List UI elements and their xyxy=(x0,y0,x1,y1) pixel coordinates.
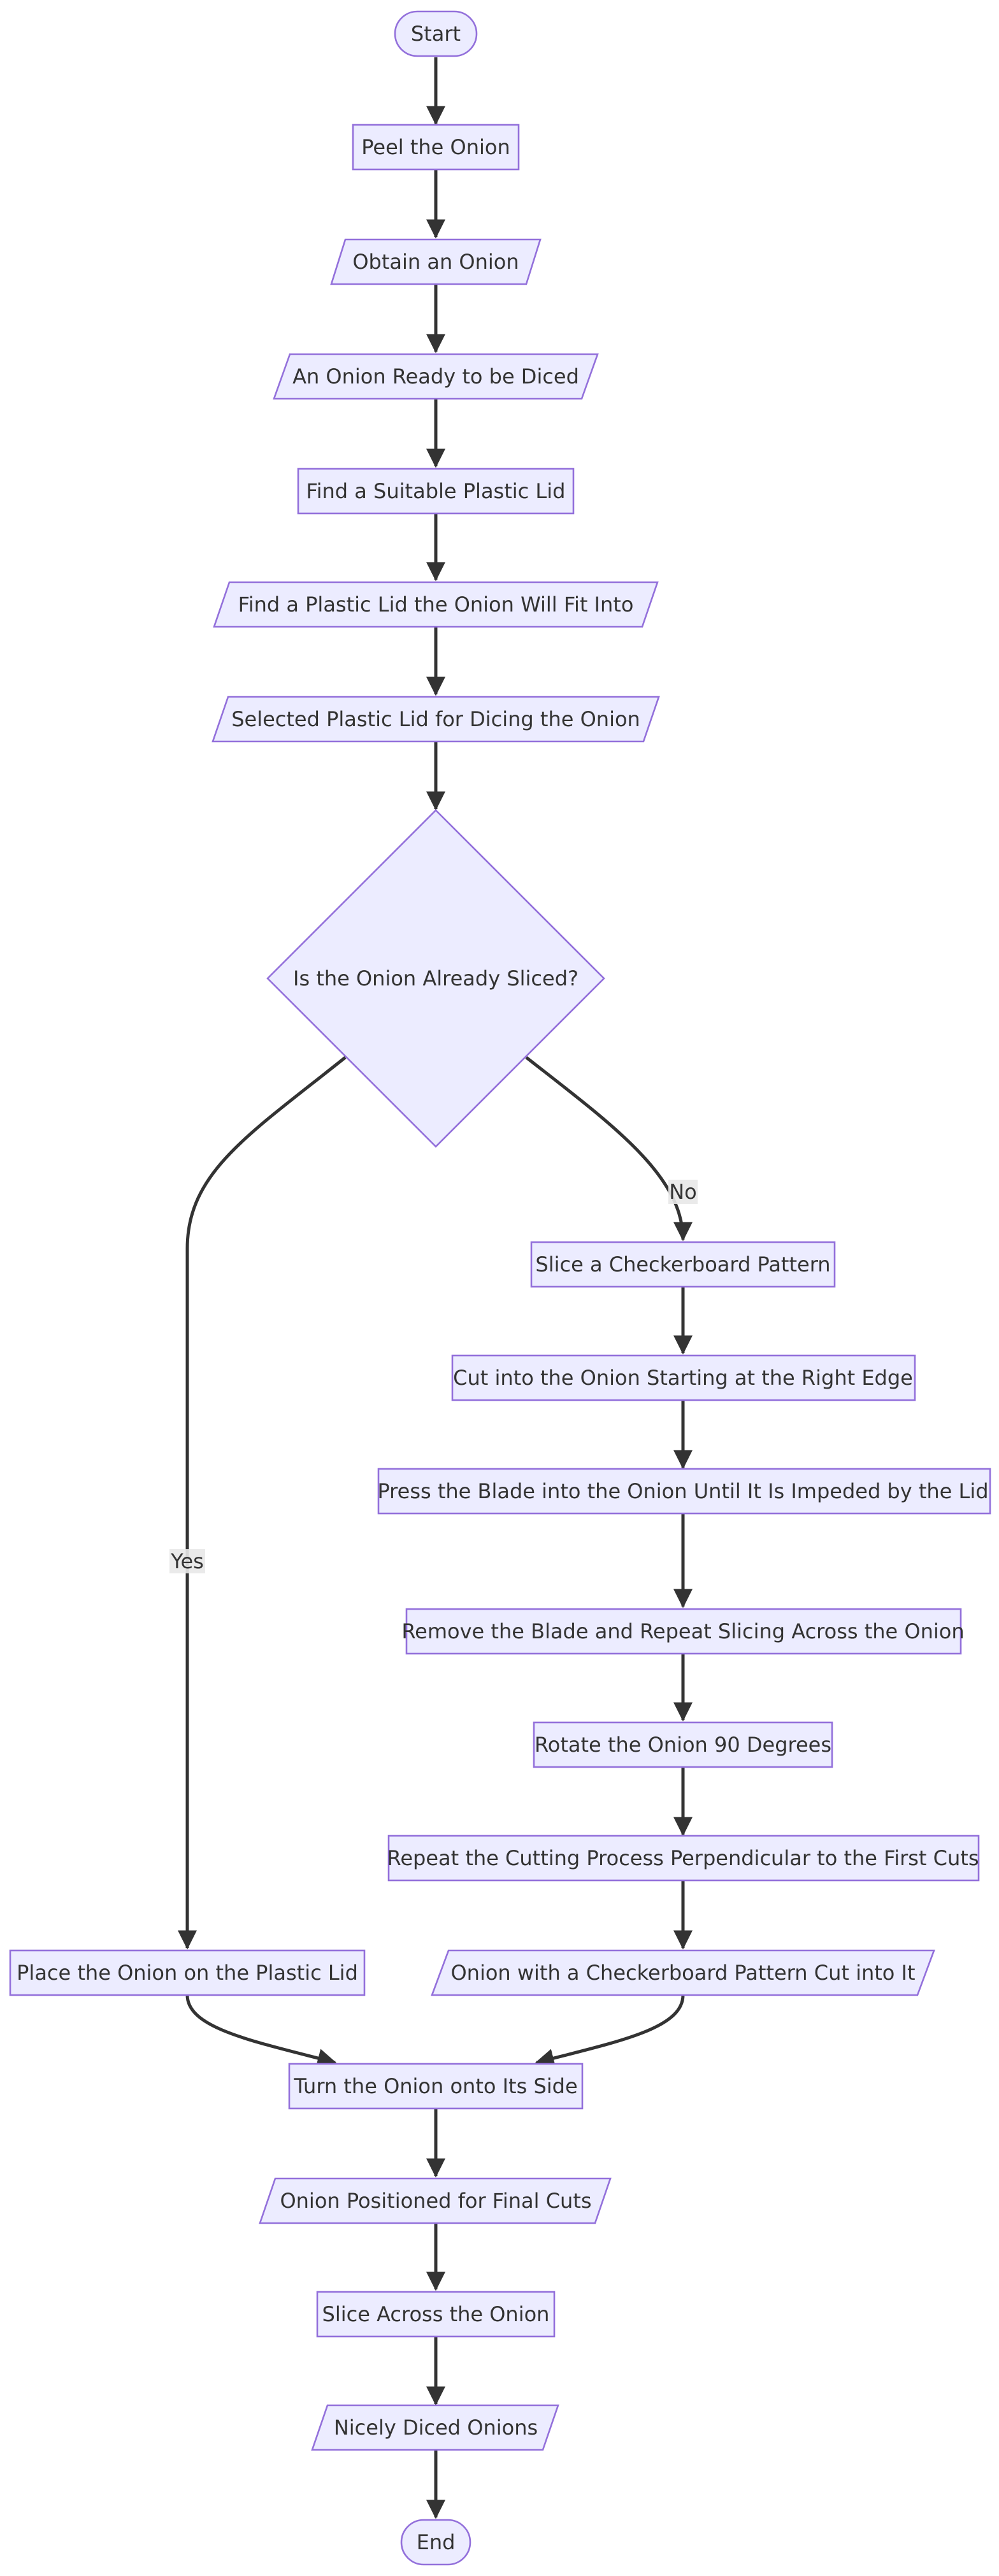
node-find-fit: Find a Plastic Lid the Onion Will Fit In… xyxy=(213,581,659,628)
node-decision-label: Is the Onion Already Sliced? xyxy=(293,966,579,991)
node-end: End xyxy=(400,2519,471,2566)
node-selected-label: Selected Plastic Lid for Dicing the Onio… xyxy=(231,707,640,731)
node-end-label: End xyxy=(417,2530,456,2554)
node-remove: Remove the Blade and Repeat Slicing Acro… xyxy=(401,1608,965,1655)
node-cut-right-label: Cut into the Onion Starting at the Right… xyxy=(453,1366,913,1390)
node-turn-label: Turn the Onion onto Its Side xyxy=(293,2074,577,2098)
node-positioned-label: Onion Positioned for Final Cuts xyxy=(280,2189,591,2213)
edge-label-yes-text: Yes xyxy=(170,1549,204,1573)
node-ready-label: An Onion Ready to be Diced xyxy=(292,364,579,389)
node-diced-label: Nicely Diced Onions xyxy=(334,2415,538,2440)
node-checker-io: Onion with a Checkerboard Pattern Cut in… xyxy=(431,1949,935,1996)
edge-place-turn xyxy=(185,1994,337,2068)
node-start: Start xyxy=(394,10,478,57)
edges xyxy=(178,57,693,2519)
node-find-lid: Find a Suitable Plastic Lid xyxy=(297,468,575,515)
edge-decision-checker xyxy=(525,1056,693,1241)
node-find-lid-label: Find a Suitable Plastic Lid xyxy=(306,479,566,503)
node-cut-right: Cut into the Onion Starting at the Right… xyxy=(451,1354,916,1401)
node-checker-io-label: Onion with a Checkerboard Pattern Cut in… xyxy=(450,1961,915,1985)
node-place: Place the Onion on the Plastic Lid xyxy=(9,1949,366,1996)
node-find-fit-label: Find a Plastic Lid the Onion Will Fit In… xyxy=(238,592,634,617)
edge-label-yes: Yes xyxy=(169,1549,205,1573)
node-checker: Slice a Checkerboard Pattern xyxy=(530,1241,836,1288)
edge-checkerio-turn xyxy=(535,1994,685,2068)
node-peel: Peel the Onion xyxy=(352,124,520,171)
edge-label-no: No xyxy=(668,1180,698,1204)
edge-decision-place xyxy=(178,1056,347,1950)
node-remove-label: Remove the Blade and Repeat Slicing Acro… xyxy=(401,1619,964,1643)
node-turn: Turn the Onion onto Its Side xyxy=(288,2063,584,2110)
node-repeat-label: Repeat the Cutting Process Perpendicular… xyxy=(387,1846,979,1870)
node-slice-across: Slice Across the Onion xyxy=(316,2291,556,2338)
node-rotate: Rotate the Onion 90 Degrees xyxy=(533,1721,833,1768)
node-rotate-label: Rotate the Onion 90 Degrees xyxy=(535,1733,831,1757)
node-selected: Selected Plastic Lid for Dicing the Onio… xyxy=(212,696,660,743)
node-repeat: Repeat the Cutting Process Perpendicular… xyxy=(387,1835,980,1882)
node-decision: Is the Onion Already Sliced? xyxy=(266,809,605,1148)
edge-label-no-text: No xyxy=(669,1180,697,1204)
node-checker-label: Slice a Checkerboard Pattern xyxy=(535,1252,830,1277)
node-start-label: Start xyxy=(411,22,461,46)
node-diced: Nicely Diced Onions xyxy=(311,2404,559,2451)
node-positioned: Onion Positioned for Final Cuts xyxy=(259,2177,612,2224)
node-place-label: Place the Onion on the Plastic Lid xyxy=(17,1961,358,1985)
node-peel-label: Peel the Onion xyxy=(361,135,510,159)
node-obtain-label: Obtain an Onion xyxy=(352,250,519,274)
node-slice-across-label: Slice Across the Onion xyxy=(322,2302,550,2326)
node-obtain: Obtain an Onion xyxy=(330,238,542,285)
node-press-label: Press the Blade into the Onion Until It … xyxy=(377,1479,988,1503)
node-ready: An Onion Ready to be Diced xyxy=(273,353,599,400)
node-press: Press the Blade into the Onion Until It … xyxy=(377,1468,991,1515)
